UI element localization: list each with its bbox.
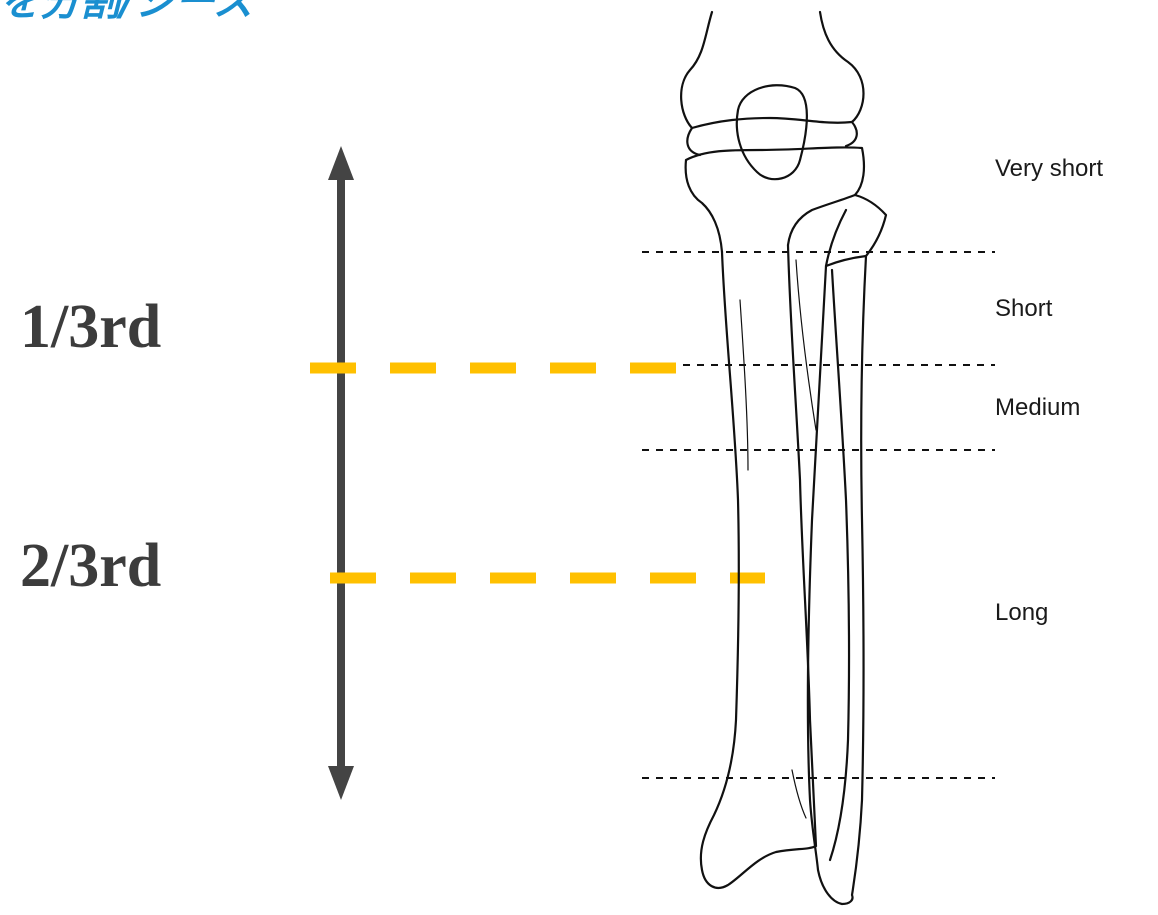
bone-illustration xyxy=(681,12,886,904)
round-process xyxy=(737,85,807,179)
zone-label-very-short: Very short xyxy=(995,157,1103,181)
fibula-head xyxy=(826,195,886,266)
proximal-plateau xyxy=(686,147,864,252)
length-arrow xyxy=(328,146,354,800)
upper-third-label: 1/3rd xyxy=(20,296,161,358)
joint-surface xyxy=(692,118,852,128)
zone-boundaries xyxy=(642,252,995,778)
upper-bone-end xyxy=(681,12,863,155)
third-markers xyxy=(310,368,765,578)
lower-third-label: 2/3rd xyxy=(20,535,161,597)
zone-label-medium: Medium xyxy=(995,396,1080,420)
zone-label-long: Long xyxy=(995,601,1048,625)
arrow-head-up xyxy=(328,146,354,180)
arrow-head-down xyxy=(328,766,354,800)
shaft-inner-line xyxy=(830,270,849,860)
main-shaft xyxy=(701,245,816,888)
shaft-detail-line xyxy=(740,260,816,818)
zone-label-short: Short xyxy=(995,297,1052,321)
